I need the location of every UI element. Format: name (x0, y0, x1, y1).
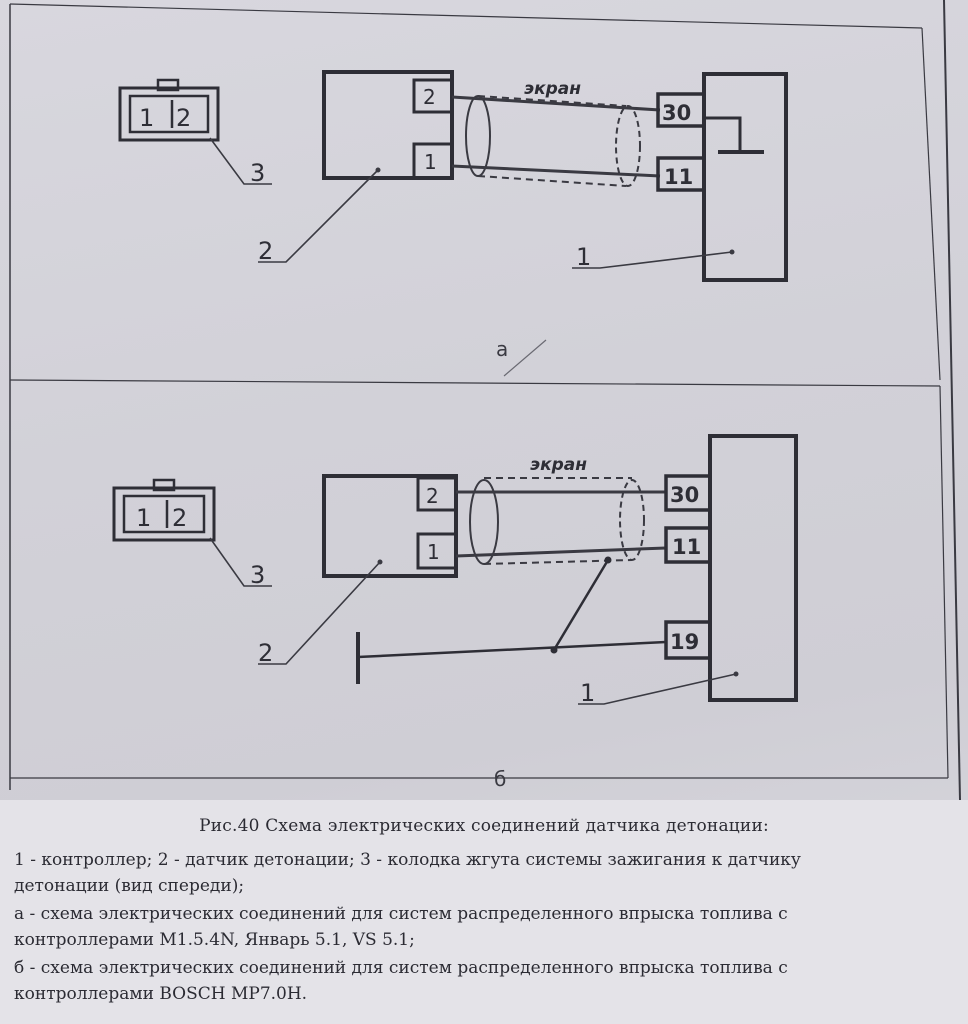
connector-a-pin-2: 2 (176, 104, 191, 132)
caption-line: 1 - контроллер; 2 - датчик детонации; 3 … (14, 850, 801, 870)
shield-a-label: экран (524, 79, 581, 99)
caption-title: Рис.40 Схема электрических соединений да… (199, 816, 769, 836)
callout-a-connector-number: 3 (250, 159, 265, 187)
caption-line: контроллерами М1.5.4N, Январь 5.1, VS 5.… (14, 930, 415, 950)
sensor-b (322, 474, 458, 578)
connector-a-pin-1: 1 (139, 104, 154, 132)
sensor-a (322, 70, 454, 180)
caption-line: контроллерами BOSCH MP7.0H. (14, 984, 308, 1004)
variant-b-label: б (494, 767, 506, 791)
caption-line: б - схема электрических соединений для с… (14, 958, 788, 978)
callouts-a (209, 137, 733, 269)
caption-line: а - схема электрических соединений для с… (14, 904, 788, 924)
diagram-a: 1 2 2 1 экран 30 11 (118, 70, 788, 377)
frame-right-line-a (921, 27, 941, 381)
sensor-a-pin-1: 1 (424, 150, 437, 174)
callout-b-controller-dot (733, 671, 739, 677)
shield-b-label: экран (530, 455, 587, 475)
controller-b-pin-30: 30 (670, 483, 699, 507)
callout-a-sensor-dot (375, 167, 381, 173)
wiring-diagrams: 1 2 2 1 экран 30 11 (9, 0, 961, 800)
callout-a-controller-dot (729, 249, 735, 255)
diagram-b: 1 2 2 1 экран (112, 434, 798, 791)
connector-a (118, 78, 220, 142)
sensor-b-pin-2: 2 (426, 484, 439, 508)
variant-a-label: а (496, 337, 508, 361)
controller-b-pin-11: 11 (672, 535, 701, 559)
shield-b (455, 477, 667, 565)
controller-b-pin-19: 19 (670, 630, 699, 654)
sensor-b-pin-1: 1 (427, 540, 440, 564)
callout-b-sensor-number: 2 (258, 639, 273, 667)
connector-b (112, 478, 216, 542)
connector-b-pin-1: 1 (136, 504, 151, 532)
controller-b (664, 434, 798, 702)
controller-a (656, 72, 788, 282)
figure-caption: Рис.40 Схема электрических соединений да… (0, 800, 968, 1024)
callout-a-controller-number: 1 (576, 243, 591, 271)
ground-junction-dot (550, 646, 558, 654)
caption-line: детонации (вид спереди); (14, 876, 245, 896)
connector-b-pin-2: 2 (172, 504, 187, 532)
callout-b-controller-number: 1 (580, 679, 595, 707)
callouts-b (209, 537, 737, 705)
frame-top-line (9, 3, 923, 29)
shield-a (451, 95, 661, 187)
shield-junction-dot (604, 556, 612, 564)
sensor-a-pin-2: 2 (423, 85, 436, 109)
panel-divider (9, 379, 941, 387)
pen-mark (503, 339, 547, 377)
controller-a-pin-30: 30 (662, 101, 691, 125)
callout-a-sensor-number: 2 (258, 237, 273, 265)
page-edge-line (943, 0, 961, 800)
controller-a-pin-11: 11 (664, 165, 693, 189)
frame-right-line-b (939, 385, 949, 779)
ground-wire-b (356, 559, 667, 684)
callout-b-connector-number: 3 (250, 561, 265, 589)
callout-b-sensor-dot (377, 559, 383, 565)
